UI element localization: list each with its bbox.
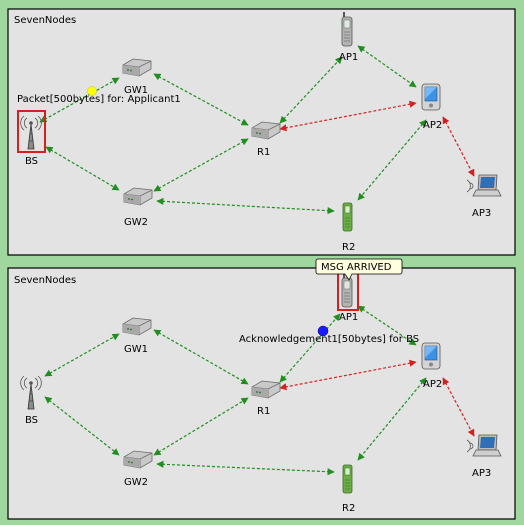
- ap2-pda-icon[interactable]: [421, 83, 441, 111]
- node-label-r2: R2: [342, 503, 355, 514]
- node-label-bs: BS: [25, 415, 38, 426]
- node-label-ap1: AP1: [339, 52, 358, 63]
- link-ap1-ap2: [357, 305, 417, 346]
- link-bs-gw2: [44, 396, 120, 456]
- node-label-gw1: GW1: [124, 344, 148, 355]
- node-label-gw1: GW1: [124, 85, 148, 96]
- panel-1-title: SevenNodes: [14, 15, 76, 26]
- node-label-ap3: AP3: [472, 468, 491, 479]
- panel-2-links: [44, 305, 475, 476]
- link-r1-ap2: [279, 359, 417, 391]
- simulation-panel-1: SevenNodes BS GW1 GW2 R1 AP1 AP2 AP3: [7, 8, 516, 256]
- node-label-r1: R1: [257, 147, 270, 158]
- r2-phone-icon[interactable]: [342, 464, 353, 494]
- node-label-r1: R1: [257, 406, 270, 417]
- node-label-ap2: AP2: [423, 379, 442, 390]
- node-label-ap3: AP3: [472, 208, 491, 219]
- link-ap2-r2: [357, 377, 427, 461]
- msg-arrived-bubble: MSG ARRIVED: [315, 258, 403, 281]
- link-r1-ap2: [279, 100, 417, 132]
- r2-phone-icon[interactable]: [342, 202, 353, 232]
- packet-label: Packet[500bytes] for: Applicant1: [17, 94, 181, 105]
- node-label-ap2: AP2: [423, 120, 442, 131]
- link-gw1-r1: [153, 73, 249, 126]
- node-label-bs: BS: [25, 156, 38, 167]
- link-bs-gw1: [39, 77, 120, 123]
- link-gw2-r2: [156, 460, 335, 476]
- link-ap2-r2: [357, 119, 427, 201]
- bs-highlight-box: [17, 110, 46, 153]
- panel-2-title: SevenNodes: [14, 275, 76, 286]
- packet-label: Acknowledgement1[50bytes] for BS: [239, 334, 419, 345]
- ap2-pda-icon[interactable]: [421, 342, 441, 370]
- panel-1-links: [39, 45, 475, 215]
- link-ap2-ap3: [442, 377, 475, 437]
- link-ap2-ap3: [442, 116, 475, 177]
- link-gw2-r1: [153, 138, 249, 192]
- node-label-ap1: AP1: [339, 312, 358, 323]
- link-gw1-r1: [153, 329, 249, 385]
- ap1-phone-icon[interactable]: [341, 11, 353, 47]
- link-bs-gw1: [44, 333, 120, 377]
- link-ap1-ap2: [357, 45, 417, 88]
- packet-dot[interactable]: [317, 325, 329, 337]
- msg-arrived-text: MSG ARRIVED: [321, 262, 392, 273]
- ap1-phone-icon[interactable]: [341, 272, 353, 308]
- simulation-panel-2: SevenNodes BS GW1 GW2 R1 AP1 AP2 AP3: [7, 258, 516, 520]
- packet-dot[interactable]: [87, 86, 97, 96]
- node-label-gw2: GW2: [124, 477, 148, 488]
- link-gw2-r1: [153, 397, 249, 456]
- link-gw2-r2: [156, 197, 335, 215]
- node-label-gw2: GW2: [124, 217, 148, 228]
- node-label-r2: R2: [342, 242, 355, 253]
- link-bs-gw2: [45, 146, 120, 191]
